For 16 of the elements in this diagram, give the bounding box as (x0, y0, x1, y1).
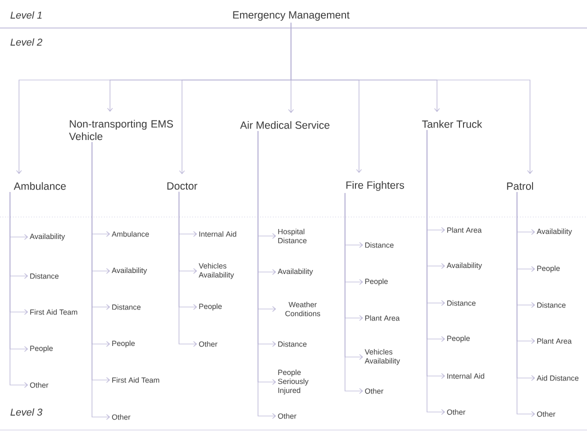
arrow (178, 192, 197, 347)
arrow (10, 192, 28, 388)
category-label: Tanker Truck (422, 120, 482, 128)
category-label: Fire Fighters (346, 181, 404, 191)
heading-text: Emergency Management (233, 11, 350, 21)
category-label: Air Medical Service (240, 121, 330, 129)
category-label: Non-transporting EMS Vehicle (69, 120, 173, 140)
arrow (516, 192, 535, 417)
level-label: Level 3 (10, 408, 42, 416)
level-label: Level 1 (10, 11, 42, 19)
category-label: Ambulance (14, 182, 66, 190)
category-label: Doctor (167, 182, 198, 190)
level-label: Level 2 (10, 38, 42, 46)
category-label: Patrol (507, 182, 534, 190)
arrow (290, 22, 533, 174)
arrow (344, 192, 363, 394)
